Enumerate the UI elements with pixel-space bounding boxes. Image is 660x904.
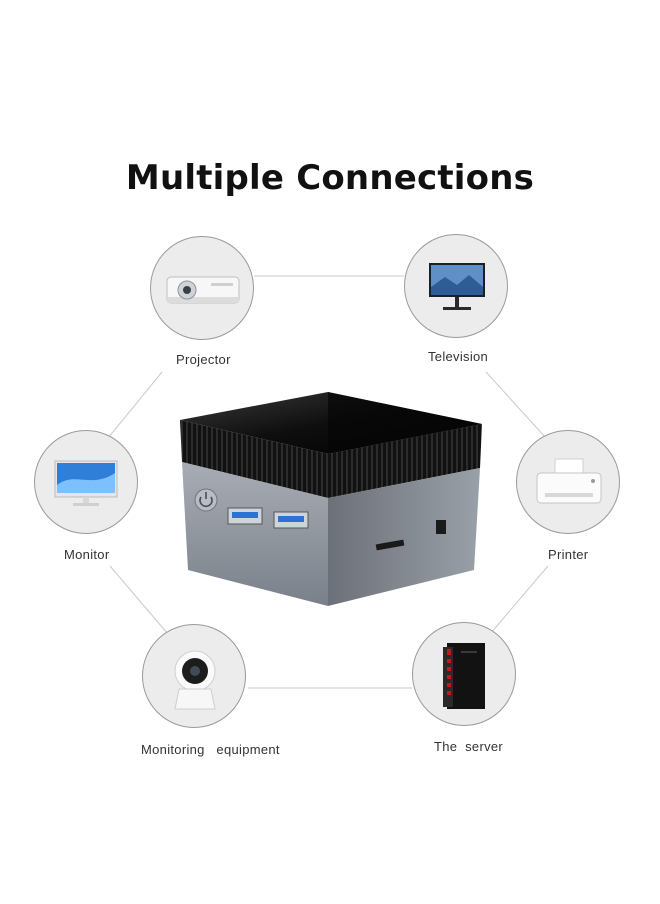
- server-label: The server: [434, 739, 504, 754]
- lock-slot: [436, 520, 446, 534]
- projector-node: [150, 236, 254, 340]
- monitor-icon: [54, 460, 118, 506]
- monitor-node: [34, 430, 138, 534]
- printer-node: [516, 430, 620, 534]
- monitoring-equipment-label: Monitoring equipment: [141, 742, 280, 757]
- projector-icon: [166, 276, 240, 304]
- television-icon: [429, 263, 485, 310]
- printer-icon: [536, 458, 602, 504]
- television-node: [404, 234, 508, 338]
- monitoring-equipment-node: [142, 624, 246, 728]
- usb-port-1: [227, 507, 263, 525]
- usb-port-2: [273, 511, 309, 529]
- projector-label: Projector: [176, 352, 231, 367]
- security-camera-icon: [174, 650, 216, 710]
- page-title: Multiple Connections: [125, 158, 535, 198]
- monitor-label: Monitor: [64, 547, 110, 562]
- power-button: [194, 488, 218, 512]
- printer-label: Printer: [548, 547, 589, 562]
- server-tower-icon: [443, 643, 485, 709]
- card-slot: [375, 539, 405, 551]
- television-label: Television: [428, 349, 489, 364]
- mini-pc-device: [180, 392, 482, 606]
- server-node: [412, 622, 516, 726]
